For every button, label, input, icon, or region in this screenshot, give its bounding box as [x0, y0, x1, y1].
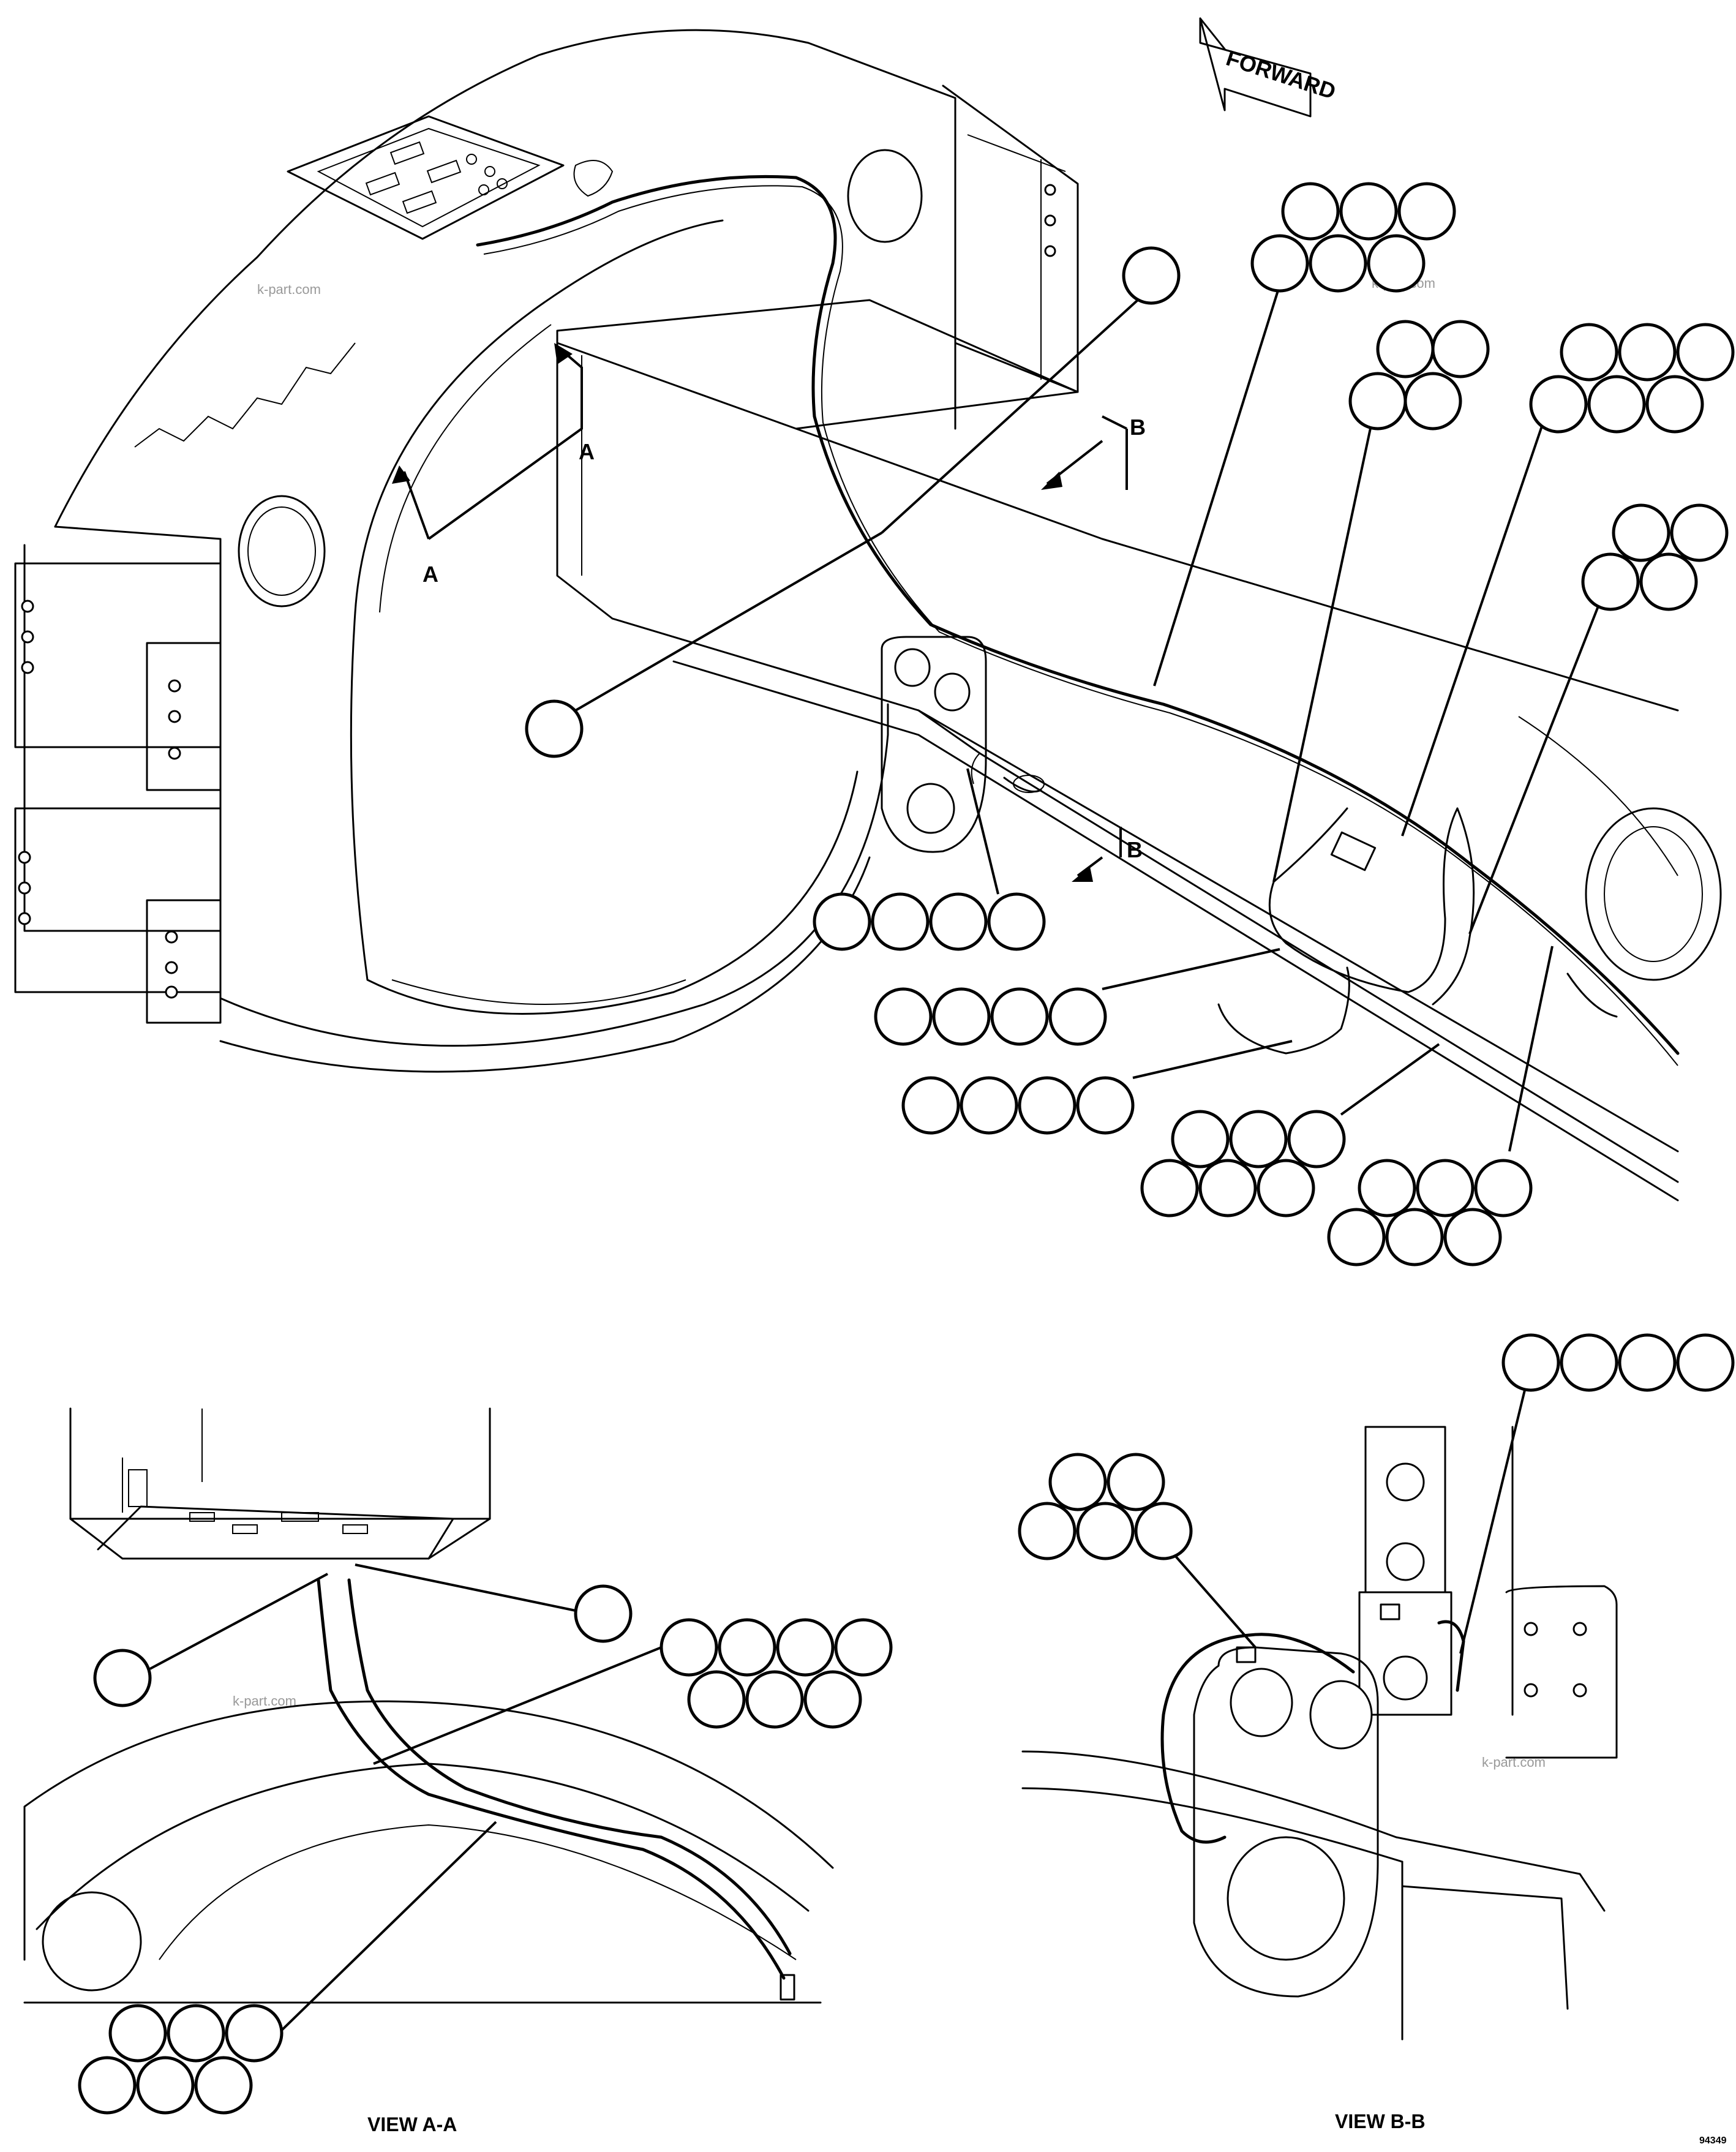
- callout-bubble[interactable]: [1076, 1076, 1135, 1135]
- main-frame-rail: [611, 427, 1722, 1202]
- callout-bubble[interactable]: [1560, 323, 1618, 382]
- callout-bubble[interactable]: [1403, 372, 1462, 431]
- callout-bubble[interactable]: [1348, 372, 1407, 431]
- callout-bubble[interactable]: [1676, 1333, 1735, 1392]
- callout-bubble[interactable]: [718, 1618, 776, 1677]
- callout-bubble[interactable]: [932, 987, 991, 1046]
- callout-bubble[interactable]: [136, 2056, 195, 2115]
- section-a-marker: A A: [392, 343, 595, 587]
- callout-bubble[interactable]: [1327, 1208, 1386, 1266]
- callout-bubble[interactable]: [1474, 1159, 1533, 1217]
- callout-bubble[interactable]: [1581, 552, 1640, 611]
- callout-bubble[interactable]: [1612, 503, 1670, 562]
- callout-bubble[interactable]: [1281, 182, 1340, 241]
- callout-bubble[interactable]: [1076, 1502, 1135, 1560]
- callout-bubble[interactable]: [1171, 1110, 1230, 1168]
- callout-bubble[interactable]: [1443, 1208, 1502, 1266]
- callout-bubble[interactable]: [1018, 1502, 1077, 1560]
- leader-lines: [149, 284, 1599, 2034]
- callout-bubble[interactable]: [813, 892, 871, 951]
- callout-bubble[interactable]: [225, 2004, 284, 2063]
- drawing-number: 94349: [1699, 2135, 1727, 2146]
- callout-bubble[interactable]: [1257, 1159, 1315, 1217]
- callout-bubble[interactable]: [1560, 1333, 1618, 1392]
- callout-bubble[interactable]: [1501, 1333, 1560, 1392]
- callout-bubble[interactable]: [929, 892, 988, 951]
- callout-bubble[interactable]: [1198, 1159, 1257, 1217]
- callout-bubble[interactable]: [1645, 375, 1704, 434]
- callout-bubble[interactable]: [1140, 1159, 1199, 1217]
- callout-bubble[interactable]: [1618, 1333, 1677, 1392]
- callout-bubble[interactable]: [1107, 1453, 1165, 1511]
- callout-bubble[interactable]: [78, 2056, 137, 2115]
- forward-direction-arrow: FORWARD: [1199, 17, 1339, 118]
- callout-bubble[interactable]: [1676, 323, 1735, 382]
- callout-bubble[interactable]: [1385, 1208, 1444, 1266]
- view-b-b: [1021, 1426, 1618, 2041]
- callout-bubble[interactable]: [1529, 375, 1588, 434]
- wiring-harness: [476, 175, 1680, 1066]
- callout-bubble[interactable]: [659, 1618, 718, 1677]
- callout-bubble[interactable]: [1367, 234, 1426, 293]
- callout-bubble[interactable]: [1287, 1110, 1346, 1168]
- callout-bubble[interactable]: [93, 1649, 152, 1707]
- section-b-label-bottom: B: [1127, 837, 1143, 862]
- section-a-label-left: A: [423, 562, 438, 587]
- callout-bubble[interactable]: [834, 1618, 893, 1677]
- callout-bubble[interactable]: [167, 2004, 225, 2063]
- callout-bubbles: [78, 182, 1735, 2115]
- callout-bubble[interactable]: [871, 892, 930, 951]
- callout-bubble[interactable]: [1048, 987, 1107, 1046]
- callout-bubble[interactable]: [1309, 234, 1367, 293]
- callout-bubble[interactable]: [1250, 234, 1309, 293]
- callout-bubble[interactable]: [1376, 320, 1435, 378]
- callout-bubble[interactable]: [987, 892, 1046, 951]
- watermark: k-part.com: [233, 1693, 296, 1709]
- callout-bubble[interactable]: [1618, 323, 1677, 382]
- view-a-a: [23, 1407, 834, 2004]
- callout-bubble[interactable]: [1018, 1076, 1077, 1135]
- callout-bubble[interactable]: [1048, 1453, 1107, 1511]
- callout-bubble[interactable]: [1431, 320, 1490, 378]
- section-b-marker: B B: [1041, 415, 1146, 882]
- callout-bubble[interactable]: [990, 987, 1049, 1046]
- callout-bubble[interactable]: [687, 1670, 746, 1729]
- callout-bubble[interactable]: [1397, 182, 1456, 241]
- left-frame-plates: [14, 562, 222, 1024]
- callout-bubble[interactable]: [960, 1076, 1018, 1135]
- callout-bubble[interactable]: [1358, 1159, 1416, 1217]
- callout-bubble[interactable]: [901, 1076, 960, 1135]
- callout-bubble[interactable]: [874, 987, 933, 1046]
- view-b-b-label: VIEW B-B: [1335, 2110, 1426, 2132]
- bracket-with-holes: [881, 636, 1045, 853]
- callout-bubble[interactable]: [525, 699, 584, 758]
- callout-bubble[interactable]: [194, 2056, 253, 2115]
- control-panel-plate: [287, 115, 614, 240]
- callout-bubble[interactable]: [745, 1670, 804, 1729]
- callout-bubble[interactable]: [574, 1584, 633, 1643]
- section-a-label-right: A: [579, 439, 595, 464]
- callout-bubble[interactable]: [1122, 246, 1181, 305]
- front-frame-ring: [23, 29, 956, 1073]
- section-b-label-top: B: [1130, 415, 1146, 440]
- view-a-a-label: VIEW A-A: [367, 2113, 457, 2135]
- callout-bubble[interactable]: [1639, 552, 1698, 611]
- callout-bubble[interactable]: [1587, 375, 1646, 434]
- callout-bubble[interactable]: [1416, 1159, 1475, 1217]
- right-frame-tower: [847, 85, 1079, 430]
- callout-bubble[interactable]: [1339, 182, 1398, 241]
- callout-bubble[interactable]: [1229, 1110, 1288, 1168]
- callout-bubble[interactable]: [108, 2004, 167, 2063]
- callout-bubble[interactable]: [803, 1670, 862, 1729]
- watermark: k-part.com: [257, 282, 321, 297]
- callout-bubble[interactable]: [1134, 1502, 1193, 1560]
- callout-bubble[interactable]: [776, 1618, 835, 1677]
- forward-label: FORWARD: [1223, 45, 1339, 104]
- callout-bubble[interactable]: [1670, 503, 1729, 562]
